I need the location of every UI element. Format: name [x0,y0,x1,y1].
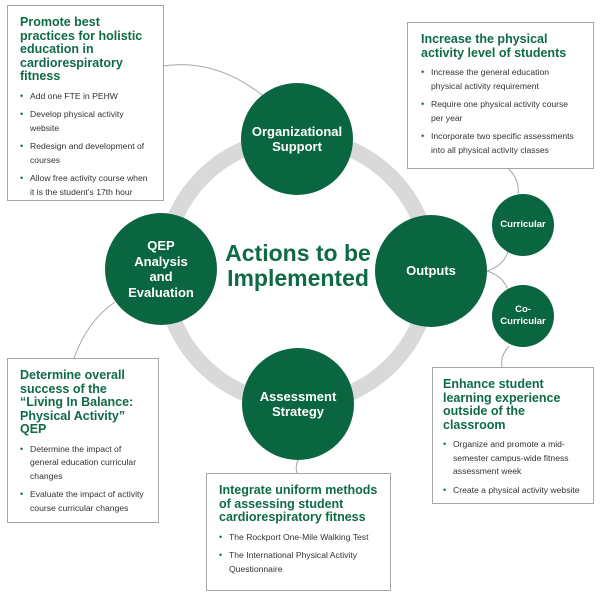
node-label: Strategy [271,404,324,419]
box-title: Integrate uniform methods of assessing s… [219,483,378,524]
list-item: Increase the general education physical … [421,66,581,93]
center-title: Actions to be Implemented [207,241,389,291]
node-qep-analysis: QEP Analysis and Evaluation [105,213,217,325]
box-title: Promote best practices for holistic educ… [20,15,143,83]
list-item: Require one physical activity course per… [421,98,581,125]
list-item: Add one FTE in PEHW [20,90,151,104]
box-enhance-learning: Enhance student learning experience outs… [432,367,594,504]
connector-co-curricular [486,270,509,291]
node-co-curricular: Co- Curricular [492,285,554,347]
node-organizational-support: Organizational Support [241,83,353,195]
list-item: Develop physical activity website [20,108,151,135]
node-label: Outputs [406,263,456,279]
list-item: Redesign and development of courses [20,140,151,167]
list-item: Allow free activity course when it is th… [20,172,151,199]
node-label: Assessment [259,388,337,404]
center-title-line: Implemented [227,265,369,291]
node-label: Co- [515,304,531,315]
node-label: Organizational [251,123,343,139]
connector-uniform-methods [295,459,299,474]
node-outputs: Outputs [375,215,487,327]
list-item: Evaluate the impact of activity course c… [20,488,146,515]
connector-overall-success [73,301,116,359]
bullet-list: The Rockport One-Mile Walking Test The I… [219,531,378,577]
box-increase-activity: Increase the physical activity level of … [407,22,594,169]
node-curricular: Curricular [492,194,554,256]
list-item: Organize and promote a mid-semester camp… [443,438,581,479]
list-item: Incorporate two specific assessments int… [421,130,581,157]
box-overall-success: Determine overall success of the “Living… [7,358,159,523]
center-title-line: Actions to be [225,240,371,266]
list-item: Create a physical activity website [443,484,581,498]
box-title: Determine overall success of the “Living… [20,368,134,436]
node-label: Curricular [500,219,546,230]
list-item: The Rockport One-Mile Walking Test [219,531,378,545]
bullet-list: Determine the impact of general educatio… [20,443,146,516]
connector-increase-activity [507,167,519,195]
box-title: Increase the physical activity level of … [421,32,567,60]
box-title: Enhance student learning experience outs… [443,377,561,432]
bullet-list: Increase the general education physical … [421,66,581,158]
node-label: Analysis [134,253,188,269]
list-item: The International Physical Activity Ques… [219,549,378,576]
node-label: QEP [147,238,175,253]
box-uniform-methods: Integrate uniform methods of assessing s… [206,473,391,591]
bullet-list: Organize and promote a mid-semester camp… [443,438,581,497]
connector-best-practices [162,64,263,96]
node-label: Support [272,139,322,154]
node-label: Evaluation [128,284,194,300]
connector-enhance-learning [501,345,510,368]
node-label: Curricular [500,316,546,327]
node-assessment-strategy: Assessment Strategy [242,348,354,460]
connector-curricular [486,251,509,272]
list-item: Determine the impact of general educatio… [20,443,146,484]
node-label: and [149,269,173,284]
box-best-practices: Promote best practices for holistic educ… [7,5,164,201]
bullet-list: Add one FTE in PEHW Develop physical act… [20,90,151,200]
